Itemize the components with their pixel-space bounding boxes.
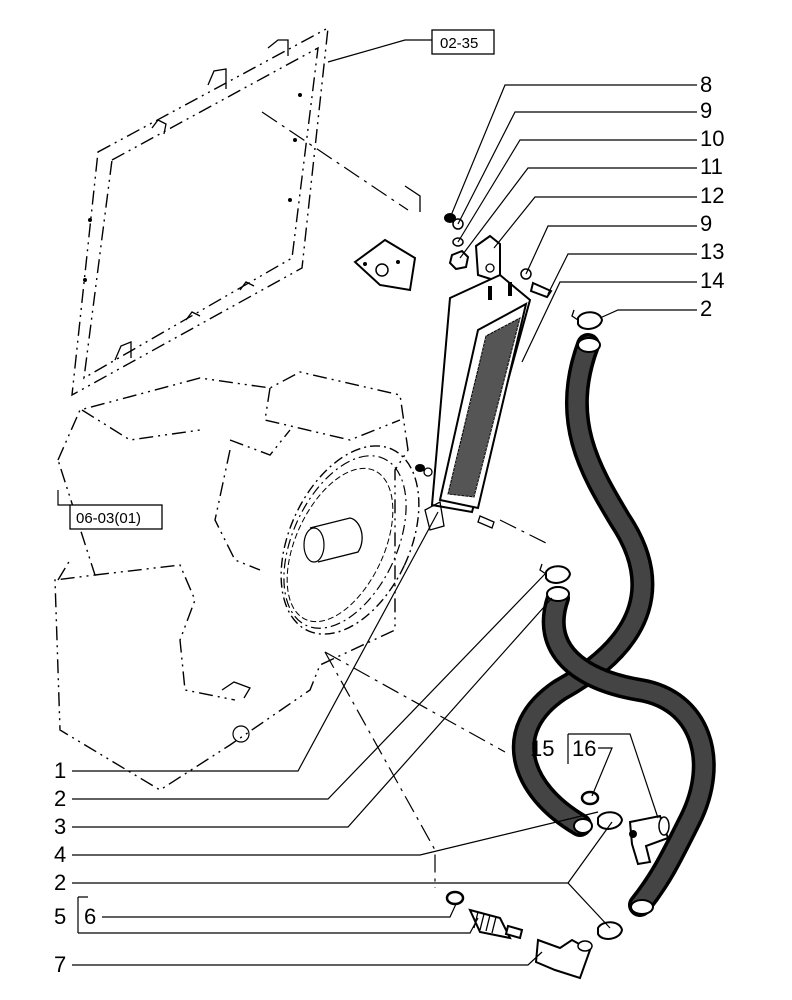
callout-2-top: 2 (700, 296, 712, 321)
bracket-icon (353, 238, 417, 292)
elbow-fitting-icon (534, 938, 593, 980)
callout-8: 8 (700, 72, 712, 97)
engine-reference-box: 06-03(01) (57, 490, 163, 530)
callout-4: 4 (54, 842, 66, 867)
callout-7: 7 (54, 952, 66, 977)
hose-clamp-icon (539, 309, 624, 940)
callout-16: 16 (572, 736, 596, 761)
callout-1: 1 (54, 758, 66, 783)
tee-fitting-icon (628, 814, 670, 866)
engine-reference-label: 06-03(01) (76, 510, 141, 527)
callout-2-a: 2 (54, 786, 66, 811)
o-ring-icon (580, 790, 600, 806)
fastener-stack (444, 213, 553, 299)
callout-5: 5 (54, 904, 66, 929)
callout-13: 13 (700, 239, 724, 264)
callouts-mid: 15 16 (530, 733, 659, 819)
engine-housing-icon (54, 371, 433, 791)
oil-cooler-icon (424, 273, 532, 531)
callout-15: 15 (530, 736, 554, 761)
adapter-fitting-icon (468, 908, 524, 940)
callout-2-b: 2 (54, 870, 66, 895)
frame-reference-label: 02-35 (440, 35, 478, 52)
hose-icon (511, 333, 716, 917)
o-ring-lower-icon (445, 890, 465, 906)
callouts-right: 8 9 10 11 12 9 13 14 2 (449, 72, 724, 363)
callout-12: 12 (700, 183, 724, 208)
frame-reference-box: 02-35 (327, 29, 495, 63)
mounting-frame-icon (71, 26, 329, 397)
callout-10: 10 (700, 126, 724, 151)
callout-9b: 9 (700, 211, 712, 236)
callout-14: 14 (700, 268, 724, 293)
callouts-left: 1 2 3 4 2 5 6 7 (54, 511, 613, 977)
callout-11: 11 (700, 154, 723, 179)
callout-6: 6 (84, 904, 96, 929)
callout-3: 3 (54, 814, 66, 839)
callout-9a: 9 (700, 98, 712, 123)
